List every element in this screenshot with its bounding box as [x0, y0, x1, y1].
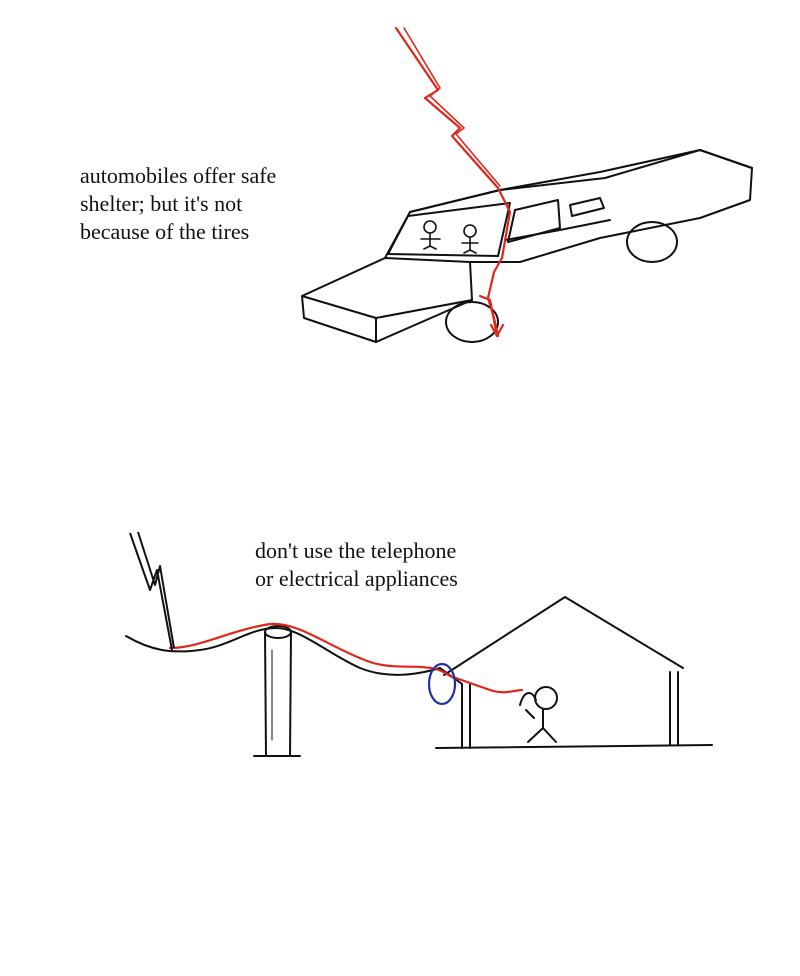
car-windshield [387, 202, 511, 257]
utility-pole [264, 631, 292, 757]
car-caption-line-3: because of the tires [80, 219, 250, 244]
car-front-wheel [445, 301, 499, 343]
ground-arrow-icon [478, 294, 505, 338]
phone-caption-line-1: don't use the telephone [255, 538, 457, 563]
car-hood [301, 257, 473, 343]
car-caption-line-1: automobiles offer safe [80, 163, 277, 188]
car-rear-wheel [626, 221, 678, 263]
car-rear-window [569, 197, 605, 217]
phone-scene-drawing [125, 596, 713, 757]
house-roof [443, 596, 684, 676]
power-line [125, 627, 463, 685]
phone-lightning-bolt-icon [129, 531, 175, 651]
car-passengers [420, 220, 479, 254]
phone-current-path [168, 622, 524, 694]
phone-caption-line-2: or electrical appliances [255, 566, 458, 591]
utility-pole-top [264, 625, 292, 639]
house-ground-line [435, 744, 713, 749]
house-left-wall [461, 683, 471, 749]
house-right-wall [669, 671, 679, 746]
car-drawing [301, 149, 753, 343]
car-caption-line-2: shelter; but it's not [80, 191, 243, 216]
person-on-phone [519, 686, 558, 743]
wire-entry-highlight [427, 662, 457, 706]
car-body [384, 149, 753, 263]
car-lightning-bolt-icon [394, 26, 512, 338]
car-side-window [507, 199, 561, 243]
phone-caption: don't use the telephone or electrical ap… [255, 537, 458, 593]
car-caption: automobiles offer safe shelter; but it's… [80, 162, 276, 246]
